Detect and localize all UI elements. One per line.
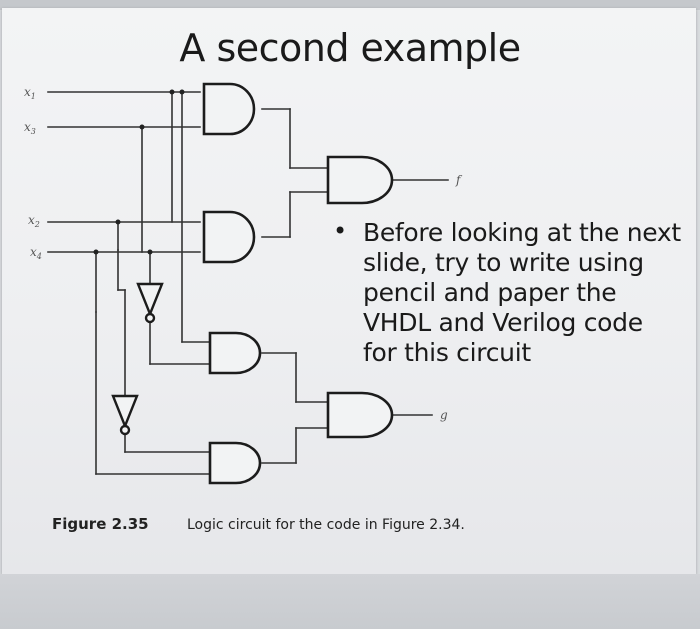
figure-label: Figure 2.35	[52, 515, 149, 533]
bullet-marker: •	[333, 217, 348, 245]
output-label-g: g	[440, 408, 448, 422]
inverter-2-bubble	[119, 424, 131, 436]
output-label-f: f	[455, 173, 463, 187]
figure-caption: Logic circuit for the code in Figure 2.3…	[187, 517, 465, 533]
inverter-1-bubble	[144, 312, 156, 324]
input-label-x3: x3	[24, 120, 36, 136]
and-gate-4	[208, 441, 262, 485]
inverter-1	[136, 282, 164, 318]
input-label-x4: x4	[30, 245, 42, 261]
slide-title: A second example	[179, 26, 521, 70]
input-label-x2: x2	[28, 213, 40, 229]
slide	[2, 8, 696, 574]
bullet-text: Before looking at the next slide, try to…	[363, 218, 681, 367]
screen-bottom-edge	[0, 574, 700, 629]
monitor-bezel	[0, 0, 700, 10]
and-gate-3	[208, 331, 262, 375]
and-gate-1	[202, 82, 256, 136]
inverter-2	[111, 394, 139, 430]
and-gate-5	[326, 155, 394, 205]
and-gate-6	[326, 391, 394, 439]
and-gate-2	[202, 210, 256, 264]
input-label-x1: x1	[24, 85, 36, 101]
